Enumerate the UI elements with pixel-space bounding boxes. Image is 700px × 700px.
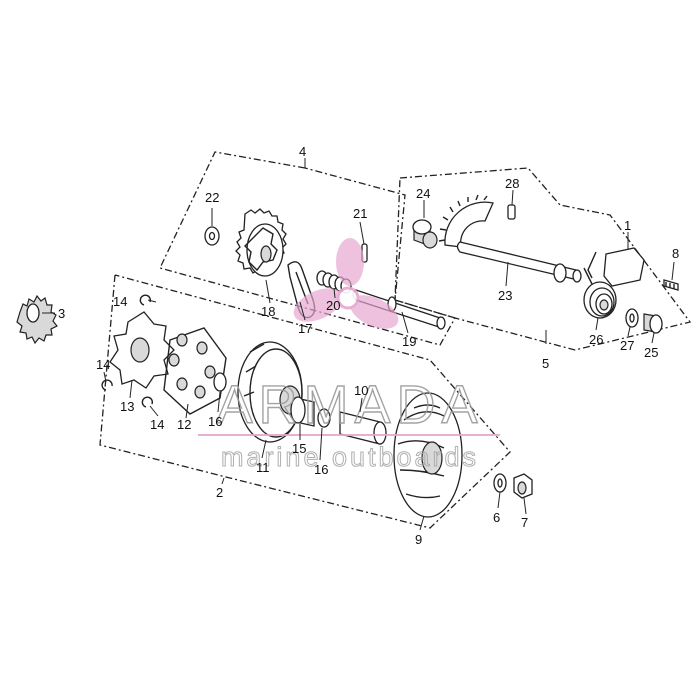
ramp-plate-part-13 xyxy=(109,311,175,389)
callout-14b: 14 xyxy=(96,357,110,372)
callout-13: 13 xyxy=(120,399,134,414)
washer-part-6 xyxy=(493,473,507,493)
roller-set-part-12 xyxy=(163,327,227,415)
propeller-logo xyxy=(293,238,399,329)
group-5-boundary xyxy=(394,167,692,351)
circlip-part-14c xyxy=(141,396,154,408)
bracket-part-1 xyxy=(587,247,645,287)
gear-part-3 xyxy=(16,294,58,345)
callout-18: 18 xyxy=(261,304,275,319)
callout-labels: 4 1 3 22 21 28 24 8 18 17 20 19 23 5 26 … xyxy=(58,144,679,547)
nut-part-7 xyxy=(513,473,533,499)
fan-part-9 xyxy=(393,392,463,518)
watermark-title: ARMADA xyxy=(216,375,483,435)
callout-28: 28 xyxy=(505,176,519,191)
group-2-boundary xyxy=(99,274,511,529)
washer-part-22 xyxy=(204,226,220,246)
callout-6: 6 xyxy=(493,510,500,525)
callout-16b: 16 xyxy=(314,462,328,477)
bolt-part-28 xyxy=(507,204,516,220)
callout-14a: 14 xyxy=(113,294,127,309)
callout-26: 26 xyxy=(589,332,603,347)
callout-22: 22 xyxy=(205,190,219,205)
callout-17: 17 xyxy=(298,321,312,336)
kick-shaft-part-23 xyxy=(438,194,582,283)
group-4-boundary xyxy=(159,151,456,346)
callout-2: 2 xyxy=(216,485,223,500)
callout-10: 10 xyxy=(354,383,368,398)
watermark-subtitle: marine outboards xyxy=(221,442,479,472)
callout-4: 4 xyxy=(299,144,306,159)
circlip-part-14a xyxy=(139,294,152,306)
ratchet-gear-part-18 xyxy=(235,208,287,277)
callout-21: 21 xyxy=(353,206,367,221)
callout-20: 20 xyxy=(326,298,340,313)
collar-part-15 xyxy=(290,396,315,427)
callout-24: 24 xyxy=(416,186,430,201)
callout-7: 7 xyxy=(521,515,528,530)
callout-11: 11 xyxy=(256,460,270,475)
watermark: ARMADA marine outboards xyxy=(198,238,500,473)
callout-25: 25 xyxy=(644,345,658,360)
callout-16a: 16 xyxy=(208,414,222,429)
callout-5: 5 xyxy=(542,356,549,371)
o-ring-part-16a xyxy=(213,372,227,392)
callout-14c: 14 xyxy=(150,417,164,432)
callout-23: 23 xyxy=(498,288,512,303)
callout-12: 12 xyxy=(177,417,191,432)
callout-3: 3 xyxy=(58,306,65,321)
spring-part-26 xyxy=(583,267,617,319)
bolt-part-8 xyxy=(663,279,679,291)
callout-9: 9 xyxy=(415,532,422,547)
callout-15: 15 xyxy=(292,441,306,456)
leader-lines xyxy=(42,158,675,531)
callout-19: 19 xyxy=(402,334,416,349)
bushing-part-25 xyxy=(643,313,663,334)
callout-1: 1 xyxy=(624,218,631,233)
circlip-part-14b xyxy=(101,379,113,391)
washer-part-27 xyxy=(625,308,639,328)
callout-8: 8 xyxy=(672,246,679,261)
o-ring-part-16b xyxy=(317,408,331,428)
bushing-part-24 xyxy=(412,219,438,249)
callout-27: 27 xyxy=(620,338,634,353)
